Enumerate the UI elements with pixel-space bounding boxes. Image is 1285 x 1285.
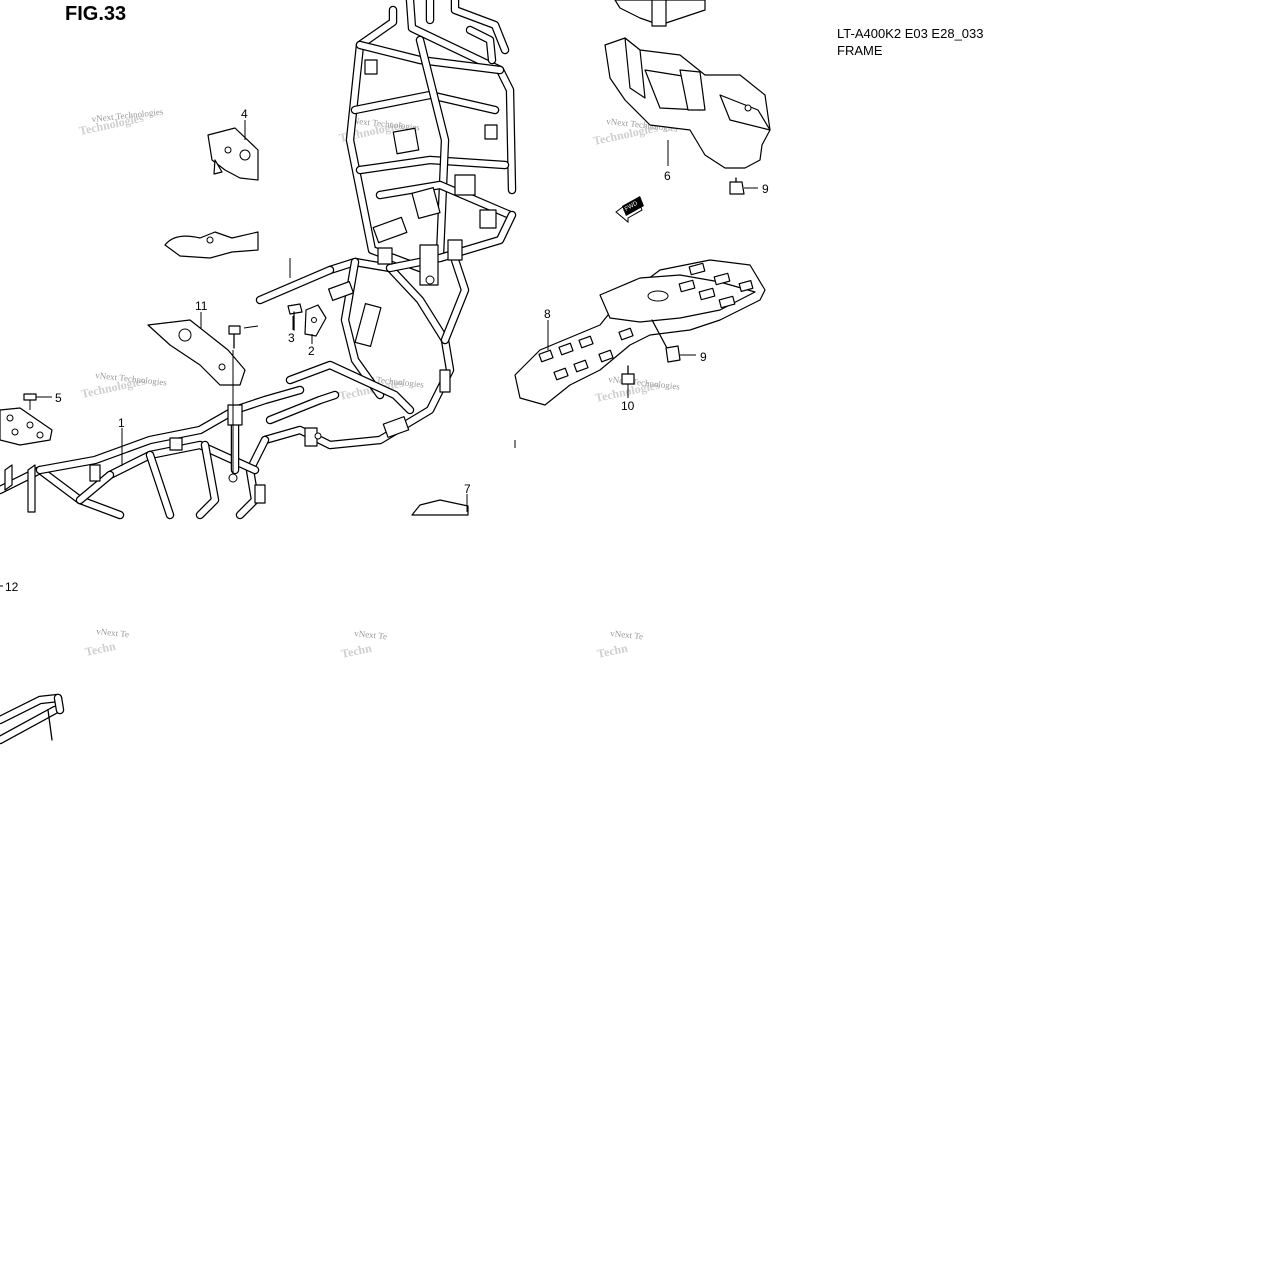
bolt-part-11 bbox=[228, 325, 241, 349]
part-9-bolt-lower bbox=[651, 319, 696, 363]
part-7-bracket bbox=[411, 494, 469, 516]
part-8-skid-plate bbox=[514, 259, 766, 406]
part-9-bolt-upper bbox=[729, 177, 758, 195]
part-3-bolt bbox=[287, 303, 303, 331]
callout-7: 7 bbox=[464, 482, 471, 496]
callout-8: 8 bbox=[544, 307, 551, 321]
callout-6: 6 bbox=[664, 169, 671, 183]
callout-2: 2 bbox=[308, 344, 315, 358]
watermark-text: Techn bbox=[340, 641, 373, 661]
part-6-front-guard bbox=[604, 0, 771, 169]
frame-brackets bbox=[89, 59, 516, 504]
part-11-bracket bbox=[147, 312, 246, 386]
callout-1: 1 bbox=[118, 416, 125, 430]
watermark-text: vNext Te bbox=[610, 628, 644, 641]
callout-12: 12 bbox=[5, 580, 19, 594]
part-5-rack bbox=[0, 393, 53, 513]
callout-9: 9 bbox=[700, 350, 707, 364]
model-name: FRAME bbox=[837, 43, 883, 58]
watermark-text: Techn bbox=[596, 641, 629, 661]
part-2-plate bbox=[304, 304, 327, 344]
callout-4: 4 bbox=[241, 107, 248, 121]
model-caption: LT-A400K2 E03 E28_033 FRAME bbox=[837, 25, 984, 59]
model-code: LT-A400K2 E03 E28_033 bbox=[837, 26, 984, 41]
callout-3: 3 bbox=[288, 331, 295, 345]
callout-11: 11 bbox=[195, 299, 208, 313]
watermark-text: Techn bbox=[84, 639, 117, 659]
watermark-text: vNext Te bbox=[96, 626, 130, 639]
part-10-fastener bbox=[621, 365, 635, 398]
fwd-arrow-icon: FWD bbox=[615, 196, 644, 224]
figure-title: FIG.33 bbox=[65, 3, 127, 25]
callout-5: 5 bbox=[55, 391, 62, 405]
callouts: 1 2 3 4 5 6 7 8 9 9 10 11 12 bbox=[5, 107, 769, 594]
part-4-bracket bbox=[207, 120, 259, 181]
callout-10: 10 bbox=[621, 399, 635, 413]
main-frame bbox=[0, 0, 517, 520]
left-bracket-fragment bbox=[164, 231, 259, 259]
leader-line bbox=[243, 325, 259, 329]
watermark-text: vNext Te bbox=[354, 628, 388, 641]
part-12-rack bbox=[0, 585, 65, 745]
callout-9: 9 bbox=[762, 182, 769, 196]
